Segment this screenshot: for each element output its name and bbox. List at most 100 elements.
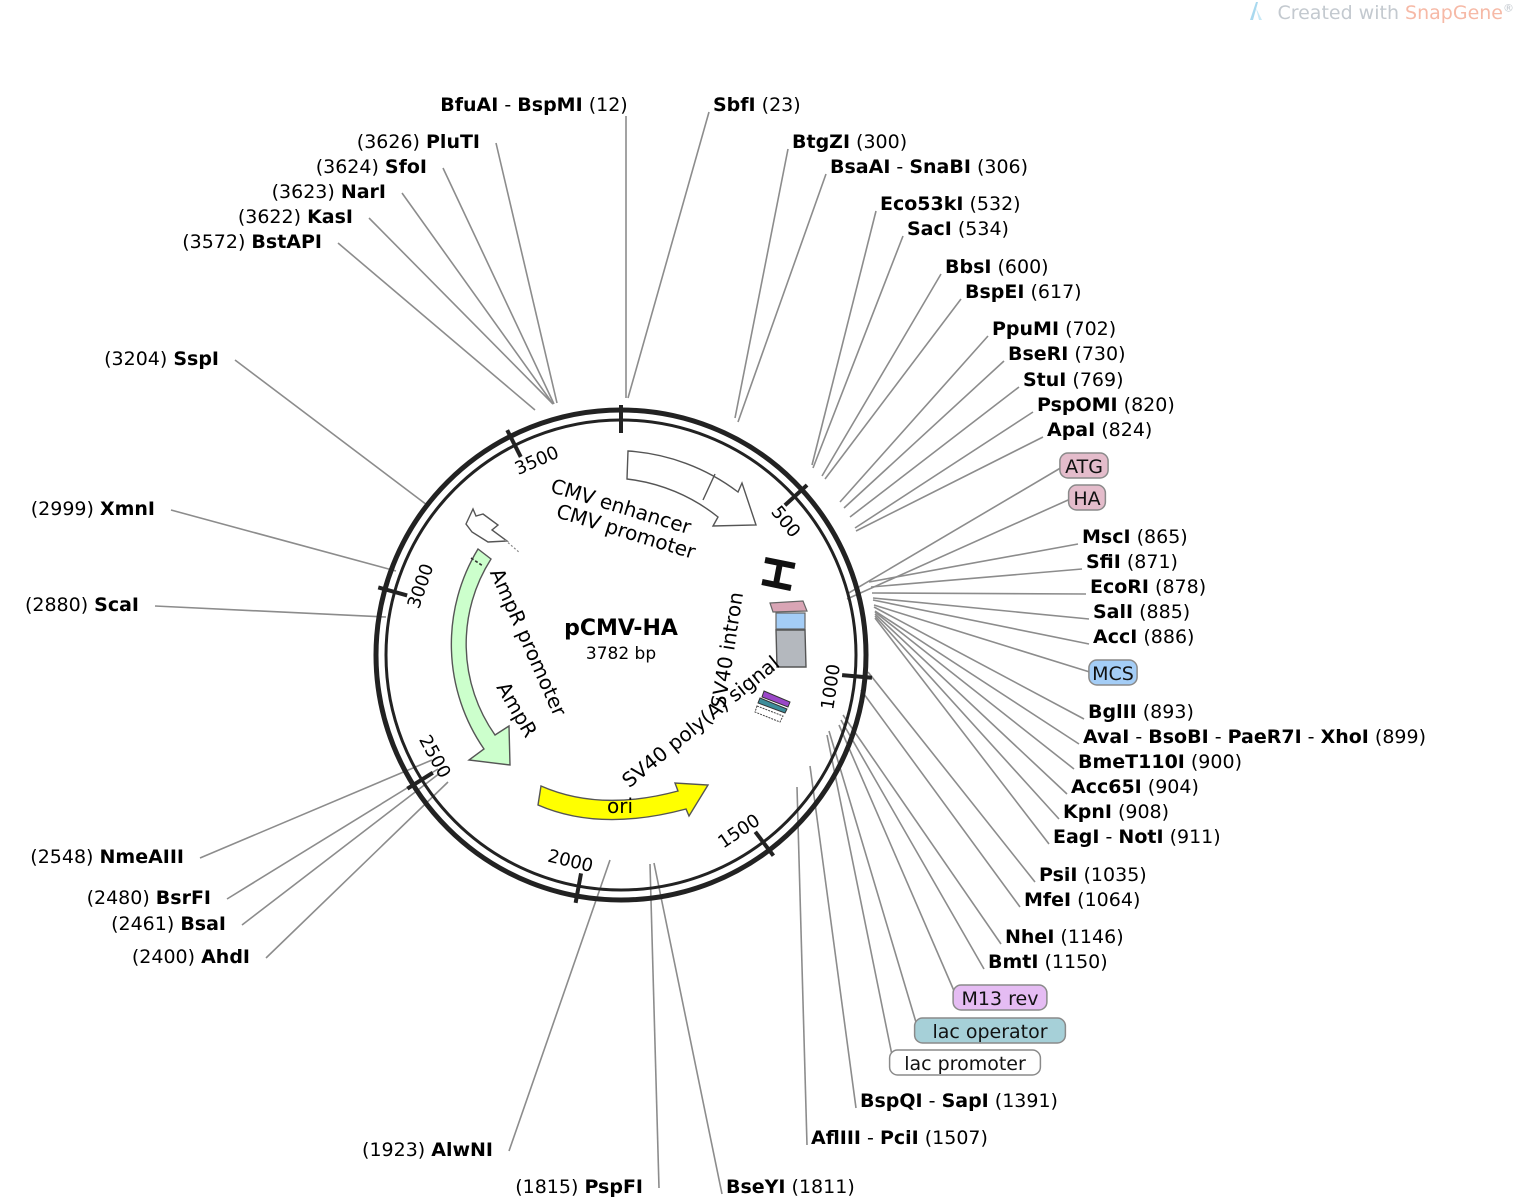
feature-tag-label-lac-operator: lac operator xyxy=(932,1021,1047,1043)
site-label-bspqi: BspQI - SapI (1391) xyxy=(860,1090,1058,1112)
feature-tag-mcs[interactable] xyxy=(1088,659,1138,686)
sv40-polya-block[interactable] xyxy=(775,629,807,668)
leader-bseyi xyxy=(653,862,723,1195)
leader-acci xyxy=(872,599,1090,645)
ruler-tick xyxy=(377,585,408,598)
tag-leader-lac-operator xyxy=(828,730,920,1032)
ruler-tick xyxy=(573,873,583,904)
ampr-promoter-arrow[interactable] xyxy=(465,507,509,543)
feature-tag-lac-operator[interactable] xyxy=(913,1017,1067,1044)
feature-tag-lac-promoter[interactable] xyxy=(888,1049,1042,1076)
ampr-arrow[interactable] xyxy=(450,547,511,766)
site-label-bsaai: BsaAI - SnaBI (306) xyxy=(830,156,1028,178)
ruler-tick xyxy=(406,771,434,791)
leader-sfoi xyxy=(442,167,555,405)
leader-bstapi xyxy=(337,242,536,411)
leader-bmti xyxy=(840,719,985,970)
site-label-bmti: BmtI (1150) xyxy=(988,951,1108,973)
leader-sali xyxy=(872,597,1090,620)
atg-ha-block[interactable] xyxy=(769,600,808,613)
feature-tag-label-lac-promoter: lac promoter xyxy=(904,1053,1026,1075)
site-label-pluti: (3626) PluTI xyxy=(357,131,480,153)
leader-kpni xyxy=(874,615,1060,820)
sv40-intron-bar[interactable] xyxy=(761,557,796,591)
ruler-tick xyxy=(505,429,523,458)
leader-saci xyxy=(812,235,904,469)
site-label-bglii: BglII (893) xyxy=(1088,701,1194,723)
site-label-psii: PsiI (1035) xyxy=(1039,864,1147,886)
tag-leader-lac-promoter xyxy=(826,734,895,1064)
site-label-eco53ki: Eco53kI (532) xyxy=(880,193,1021,215)
leader-bspqi xyxy=(809,765,857,1109)
feature-tag-label-atg: ATG xyxy=(1065,456,1103,478)
site-label-kasi: (3622) KasI xyxy=(238,206,353,228)
site-label-saci: SacI (534) xyxy=(907,218,1009,240)
feature-tag-ha[interactable] xyxy=(1067,484,1107,511)
site-label-stui: StuI (769) xyxy=(1023,369,1124,391)
ruler-tick-label: 500 xyxy=(766,502,804,542)
m13-rev-block[interactable] xyxy=(761,690,791,708)
leader-msci xyxy=(868,543,1079,583)
site-label-sspi: (3204) SspI xyxy=(104,348,219,370)
plasmid-size: 3782 bp xyxy=(586,644,656,664)
site-label-bsrfi: (2480) BsrFI xyxy=(87,887,211,909)
leader-nhei xyxy=(842,714,1002,945)
site-label-sfii: SfiI (871) xyxy=(1086,551,1178,573)
site-leader-lines xyxy=(154,111,1094,1195)
ori-label: ori xyxy=(607,794,633,818)
plasmid-name: pCMV-HA xyxy=(564,616,678,641)
ruler-tick-label: 1000 xyxy=(817,663,845,711)
site-label-kpni: KpnI (908) xyxy=(1063,801,1169,823)
site-label-pspfi: (1815) PspFI xyxy=(515,1176,643,1198)
leader-btgzi xyxy=(734,148,789,419)
leader-sspi xyxy=(234,359,428,506)
feature-tag-atg[interactable] xyxy=(1059,452,1109,479)
feature-tag-m13-rev[interactable] xyxy=(952,984,1048,1011)
snapgene-watermark: Created with SnapGene® xyxy=(1247,0,1514,24)
leader-bsaai xyxy=(737,173,827,423)
tag-leader-ha xyxy=(846,497,1073,600)
leader-acc65i xyxy=(874,613,1068,795)
ori-arrow[interactable] xyxy=(537,782,710,821)
ruler-tick-label: 2500 xyxy=(414,732,454,782)
site-label-nari: (3623) NarI xyxy=(272,181,386,203)
site-label-bfuai: BfuAI - BspMI (12) xyxy=(440,94,627,116)
leader-pluti xyxy=(495,142,558,404)
site-label-sbfi: SbfI (23) xyxy=(713,94,801,116)
leader-sfii xyxy=(870,568,1083,588)
mcs-block[interactable] xyxy=(775,612,806,630)
sv40-polya-label: SV40 poly(A) signal xyxy=(617,651,784,793)
site-label-bmet110i: BmeT110I (900) xyxy=(1078,751,1242,773)
ruler-tick xyxy=(783,483,809,507)
ruler-tick xyxy=(841,673,873,680)
watermark-text: Created with xyxy=(1277,2,1406,24)
ruler-tick xyxy=(753,830,776,857)
site-label-eagi: EagI - NotI (911) xyxy=(1053,826,1221,848)
lac-operator-block[interactable] xyxy=(757,697,788,714)
site-label-sali: SalI (885) xyxy=(1093,601,1190,623)
site-label-sfoi: (3624) SfoI xyxy=(316,156,427,178)
lac-promoter-block[interactable] xyxy=(754,705,784,723)
site-label-mfei: MfeI (1064) xyxy=(1024,889,1140,911)
site-label-pspomi: PspOMI (820) xyxy=(1037,394,1175,416)
cmv-arrow[interactable] xyxy=(626,450,757,527)
snapgene-logo-icon xyxy=(1250,2,1263,20)
site-label-acci: AccI (886) xyxy=(1093,626,1194,648)
leader-eco53ki xyxy=(811,210,877,466)
site-label-ppumi: PpuMI (702) xyxy=(992,318,1116,340)
site-label-scai: (2880) ScaI xyxy=(25,594,139,616)
site-label-ahdi: (2400) AhdI xyxy=(132,946,250,968)
leader-ahdi xyxy=(265,781,449,959)
site-label-nmeaiii: (2548) NmeAIII xyxy=(30,846,184,868)
leader-alwni xyxy=(508,859,611,1152)
site-label-xmni: (2999) XmnI xyxy=(31,498,155,520)
site-label-btgzi: BtgZI (300) xyxy=(792,131,907,153)
site-label-bstapi: (3572) BstAPI xyxy=(182,231,322,253)
leader-pspfi xyxy=(649,863,660,1189)
leader-ppumi xyxy=(839,335,989,503)
site-label-bsai: (2461) BsaI xyxy=(111,913,226,935)
site-label-msci: MscI (865) xyxy=(1082,526,1188,548)
leader-afliii xyxy=(796,786,808,1146)
